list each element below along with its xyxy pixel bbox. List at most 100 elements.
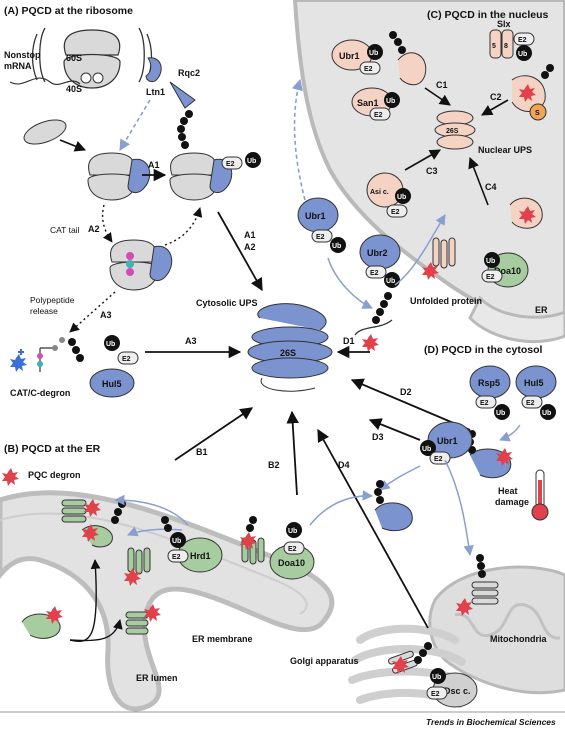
arrow-ubr-to-unfolded	[327, 257, 373, 309]
label-cat-tail: CAT tail	[50, 225, 80, 235]
label-ltn1: Ltn1	[146, 87, 165, 97]
credit-line: Trends in Biochemical Sciences	[426, 717, 556, 727]
e2-label: E2	[288, 546, 297, 553]
label-arrow-a2: A2	[88, 224, 100, 234]
hul5-label: Hul5	[102, 379, 122, 389]
arrow-b2	[286, 410, 299, 496]
label-slx: Slx	[497, 19, 511, 29]
e2-label: E2	[172, 554, 181, 561]
inm-substrate-c	[509, 197, 543, 229]
sumo-substrate: S	[511, 64, 554, 121]
ub-label: Ub	[386, 98, 395, 105]
label-cytosolic-ups: Cytosolic UPS	[196, 298, 258, 308]
label-26s-cytosolic: 26S	[280, 348, 296, 358]
e2-label: E2	[431, 691, 440, 698]
ubr1-label: Ubr1	[437, 436, 458, 446]
ub-label: Ub	[422, 446, 431, 453]
e2-label: E2	[480, 400, 489, 407]
ub-label: Ub	[172, 538, 181, 545]
mrna-strand	[9, 77, 81, 86]
label-40s: 40S	[66, 84, 82, 94]
thermometer-icon	[531, 469, 549, 521]
label-arrow-c4: C4	[485, 182, 497, 192]
arrow-ubr1-to-er	[379, 465, 421, 491]
arrow-nuc-import	[394, 214, 446, 286]
e2-ub-ribosome: E2 Ub	[221, 152, 261, 170]
er-membrane-substrate-1	[124, 547, 151, 586]
arrow-lumen-2	[69, 619, 123, 642]
unfolded-protein-cyt	[354, 292, 393, 352]
label-arrow-d3: D3	[372, 432, 384, 442]
label-nuclear-ups: Nuclear UPS	[478, 145, 532, 155]
label-er-lumen: ER lumen	[136, 673, 178, 683]
ub-label: Ub	[542, 410, 551, 417]
rsp5-label: Rsp5	[478, 378, 500, 388]
ribosome-stalled	[31, 27, 153, 89]
dsc-complex: Dsc c. Ub E2	[426, 668, 478, 708]
label-arrow-a3-small: A3	[100, 310, 112, 320]
panel-c-title: (C) PQCD in the nucleus	[427, 9, 549, 21]
arrow-ligases-heat	[499, 424, 521, 442]
er-lumen-substrate	[21, 606, 63, 639]
cat-degron-star	[10, 354, 27, 372]
arrow-b1	[174, 407, 254, 461]
doa10-nuc: Doa10 Ub E2	[481, 252, 529, 288]
label-arrow-c2: C2	[490, 92, 502, 102]
arrow-doa10-to-d	[309, 490, 374, 526]
arrow-a2-up	[164, 207, 203, 246]
label-arrow-a1-b: A1	[244, 230, 256, 240]
e2-label: E2	[434, 456, 443, 463]
label-arrow-a3: A3	[185, 336, 197, 346]
er-substrate-1	[61, 499, 101, 523]
label-er-membrane: ER membrane	[192, 634, 253, 644]
arrow-a3-down	[69, 291, 116, 333]
ubr2-label: Ubr2	[367, 248, 388, 258]
label-arrow-c1: C1	[436, 80, 448, 90]
label-golgi: Golgi apparatus	[290, 656, 359, 666]
mito-membrane-protein	[456, 554, 499, 616]
arrow-hrd1-out-2	[127, 526, 183, 537]
ub-label: Ub	[518, 51, 527, 58]
ubr1-label: Ubr1	[339, 51, 360, 61]
slx5-label: 5	[492, 43, 496, 50]
arrow-d4	[317, 428, 429, 629]
label-60s: 60S	[66, 53, 82, 63]
label-unfolded-protein: Unfolded protein	[410, 296, 482, 306]
label-er-nuc: ER	[535, 305, 548, 315]
san1-label: San1	[357, 98, 379, 108]
label-arrow-b2: B2	[268, 460, 280, 470]
ub-label: Ub	[106, 341, 115, 348]
golgi-substrate	[388, 642, 432, 674]
ub-label: Ub	[486, 258, 495, 265]
sumo-label: S	[535, 110, 540, 117]
hrd1-complex: Hrd1 Ub E2	[161, 516, 223, 573]
label-pqc-degron: PQC degron	[28, 470, 81, 480]
doa10-label: Doa10	[494, 266, 521, 276]
nuclear-proteasome	[434, 110, 476, 150]
e2-label: E2	[370, 270, 379, 277]
arrow-dissociation	[59, 139, 87, 152]
arrow-d3	[368, 418, 421, 441]
label-mitochondria: Mitochondria	[490, 634, 547, 644]
substrate-d3	[374, 480, 413, 532]
ub-label: Ub	[397, 194, 406, 201]
ribosome-ub	[169, 110, 233, 201]
pqc-degron-legend-star	[2, 468, 19, 486]
slx8-label: 8	[504, 43, 508, 50]
e2-label: E2	[316, 234, 325, 241]
asi-complex: Asi c. Ub E2	[366, 172, 411, 218]
arrow-ubr1-dashed	[291, 78, 306, 201]
label-arrow-d1: D1	[343, 336, 355, 346]
ubr2-ligase: Ubr2 E2 Ub	[359, 234, 401, 288]
ubr1-ligase-nuc: Ubr1 Ub E2	[331, 39, 383, 75]
arrow-c1	[424, 87, 451, 106]
panel-b-title: (B) PQCD at the ER	[4, 443, 101, 455]
ub-label: Ub	[288, 528, 297, 535]
arrow-a1-a2	[217, 211, 263, 292]
label-arrow-a2-b: A2	[244, 242, 256, 252]
cat-degron-protein	[10, 337, 84, 372]
e2-label: E2	[226, 161, 235, 168]
ubr1-ligase-d: Ubr1 Ub E2	[420, 421, 473, 465]
